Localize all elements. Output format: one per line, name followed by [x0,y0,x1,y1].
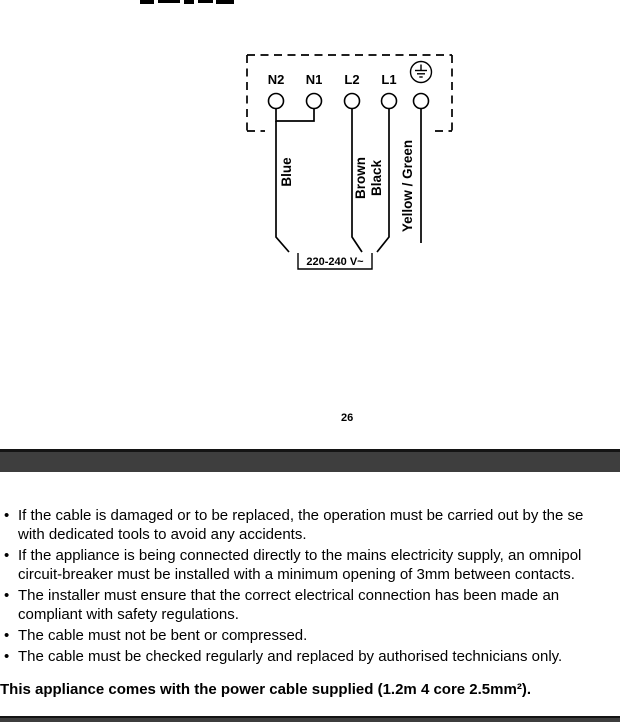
terminal-n2 [267,92,285,110]
text-line: compliant with safety regulations. [18,606,239,623]
wire-label-black: Black [369,159,384,196]
text-line: circuit-breaker must be installed with a… [18,566,575,583]
clipped-text-fragment [140,0,234,4]
wiring-diagram: N2 N1 L2 L1 Blue Brown Black [246,54,453,270]
bullet-marker: • [4,627,10,644]
wire-label-blue: Blue [279,157,294,187]
voltage-label: 220-240 V~ [306,256,364,268]
brown-wire [351,108,363,253]
text-line: The installer must ensure that the corre… [18,587,560,604]
text-line: If the appliance is being connected dire… [18,547,582,564]
list-item: • The installer must ensure that the cor… [0,586,620,624]
wire-label-yellow-green: Yellow / Green [400,140,415,232]
bullet-text: If the cable is damaged or to be replace… [18,506,620,544]
terminal-n1 [305,92,323,110]
blue-wire [275,121,290,253]
list-item: • If the cable is damaged or to be repla… [0,506,620,544]
bullet-marker: • [4,547,10,564]
terminal-label-n2: N2 [268,72,285,87]
terminal-l2 [343,92,361,110]
bullet-marker: • [4,507,10,524]
terminal-label-l1: L1 [381,72,396,87]
safety-notes: • If the cable is damaged or to be repla… [0,506,620,699]
list-item: • If the appliance is being connected di… [0,546,620,584]
text-line: with dedicated tools to avoid any accide… [18,526,307,543]
page-number: 26 [341,412,354,424]
page-separator-bar [0,449,620,472]
list-item: • The cable must not be bent or compress… [0,626,620,645]
earth-ground-icon [409,60,433,84]
wire-label-brown: Brown [353,157,368,199]
text-line: The cable must not be bent or compressed… [18,627,308,644]
bullet-text: If the appliance is being connected dire… [18,546,620,584]
black-wire [376,108,390,253]
terminal-l1 [380,92,398,110]
voltage-bracket [297,253,373,270]
bullet-text: The cable must be checked regularly and … [18,647,620,666]
text-line: The cable must be checked regularly and … [18,648,563,665]
terminal-label-l2: L2 [344,72,359,87]
bullet-marker: • [4,648,10,665]
list-item: • The cable must be checked regularly an… [0,647,620,666]
bullet-text: The installer must ensure that the corre… [18,586,620,624]
terminal-screws [267,92,430,110]
text-line: If the cable is damaged or to be replace… [18,507,584,524]
page-separator-bar-bottom [0,716,620,722]
bullet-marker: • [4,587,10,604]
bullet-text: The cable must not be bent or compressed… [18,626,620,645]
terminal-block-dashed-outline [246,54,453,132]
power-cable-note: This appliance comes with the power cabl… [0,681,531,698]
terminal-label-n1: N1 [306,72,323,87]
terminal-earth [412,92,430,110]
neutral-bridge-wire [275,108,315,122]
